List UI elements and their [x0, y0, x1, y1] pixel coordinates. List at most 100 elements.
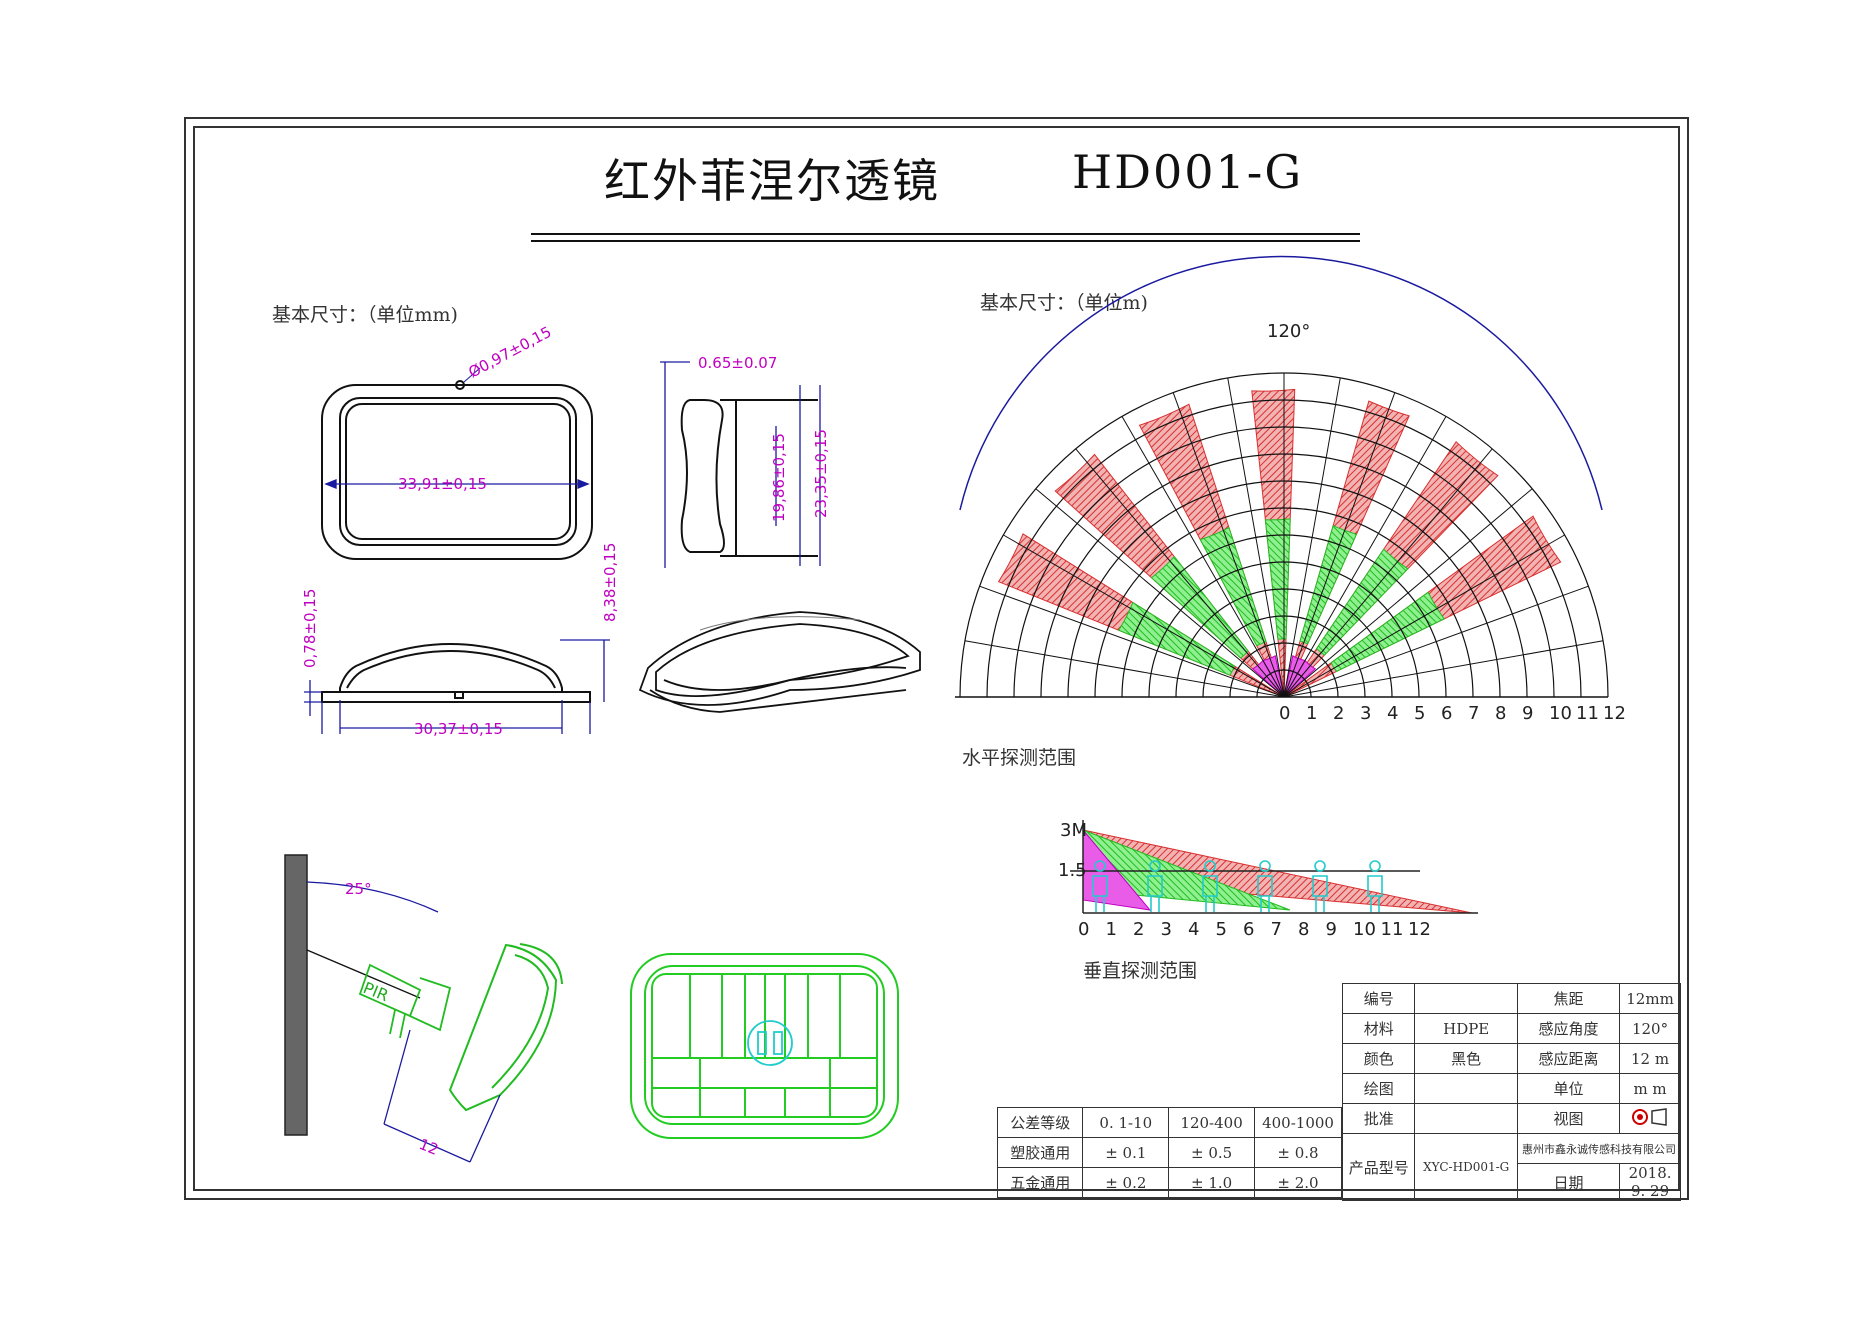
title-rule	[531, 233, 1360, 235]
table-cell: 惠州市鑫永诚传感科技有限公司	[1516, 1133, 1682, 1164]
range-radial	[1283, 377, 1341, 698]
table-row: 塑胶通用 ± 0.1 ± 0.5 ± 0.8	[996, 1137, 1342, 1168]
label-basic-dims-mm: 基本尺寸：（单位mm)	[272, 304, 458, 326]
vertical-scale-tick: 4	[1188, 919, 1199, 940]
table-cell: 黑色	[1414, 1043, 1518, 1074]
drawing-title: 红外菲涅尔透镜 HD001-G	[500, 145, 1380, 208]
drawing-frame-outer	[184, 117, 1689, 1200]
mount-lens	[448, 943, 563, 1112]
horizontal-scale-tick: 2	[1333, 703, 1344, 724]
table-cell: 2018. 9. 29	[1619, 1163, 1681, 1201]
vertical-scale-tick: 10	[1353, 919, 1376, 940]
vertical-scale-tick: 3	[1161, 919, 1172, 940]
dim-width-label: 33,91±0,15	[398, 475, 487, 493]
table-cell: 产品型号	[1341, 1133, 1416, 1201]
table-cell: 120°	[1619, 1013, 1681, 1044]
lens-end-view	[680, 399, 818, 557]
dim-end-view	[660, 361, 821, 568]
table-row: 材料 HDPE 感应角度 120°	[1341, 1013, 1681, 1044]
range-radial	[979, 585, 1285, 698]
person-icon	[1367, 860, 1383, 912]
range-radial	[1283, 640, 1604, 698]
range-radial	[1283, 416, 1447, 698]
vertical-scale-tick: 1	[1106, 919, 1117, 940]
table-cell: m m	[1619, 1073, 1681, 1104]
spec-table: 编号 焦距 12mm 材料 HDPE 感应角度 120° 颜色 黑色 感应距离 …	[1341, 983, 1682, 1201]
lens-bottom-view	[630, 953, 899, 1139]
vertical-chart-persons	[1092, 860, 1383, 912]
label-vertical-range: 垂直探测范围	[1083, 960, 1198, 982]
horizontal-scale-tick: 6	[1441, 703, 1452, 724]
dim-outer-len-label: 23,35±0,15	[812, 429, 830, 518]
table-row: 公差等级 0. 1-10 120-400 400-1000	[996, 1107, 1342, 1138]
dim-wall-label: 0.65±0.07	[698, 354, 777, 372]
table-cell: 单位	[1516, 1073, 1621, 1104]
vertical-scale-tick: 5	[1216, 919, 1227, 940]
detection-zone-green	[1199, 526, 1267, 647]
table-cell: ± 0.2	[1082, 1167, 1170, 1198]
horizontal-scale-tick: 0	[1279, 703, 1290, 724]
horizontal-scale-tick: 10	[1549, 703, 1572, 724]
mount-angle-label: 25°	[345, 880, 372, 898]
table-cell	[1414, 1073, 1518, 1104]
table-cell: 视图	[1516, 1103, 1621, 1134]
mount-wall	[284, 854, 308, 1136]
horizontal-detection-chart	[955, 372, 1609, 698]
table-row: 颜色 黑色 感应距离 12 m	[1341, 1043, 1681, 1074]
table-cell: 12mm	[1619, 983, 1681, 1014]
table-cell	[1414, 983, 1518, 1014]
table-cell: 12 m	[1619, 1043, 1681, 1074]
vertical-y-top: 3M	[1060, 820, 1087, 841]
person-icon	[1257, 860, 1273, 912]
table-cell: 材料	[1341, 1013, 1416, 1044]
dim-mount-dist	[383, 1029, 501, 1163]
horizontal-angle-arc	[959, 255, 1603, 511]
label-horizontal-range: 水平探测范围	[962, 747, 1077, 769]
range-radial	[1035, 488, 1285, 698]
lens-perspective-view	[638, 611, 921, 713]
dim-height-label: 8,38±0,15	[601, 543, 619, 622]
horizontal-scale-tick: 9	[1522, 703, 1533, 724]
table-cell: 感应角度	[1516, 1013, 1621, 1044]
label-basic-dims-m: 基本尺寸：（单位m)	[980, 292, 1148, 314]
vertical-scale-tick: 2	[1133, 919, 1144, 940]
detection-zone-green	[1150, 555, 1249, 659]
table-cell: 120-400	[1168, 1107, 1256, 1138]
range-radial	[1227, 377, 1285, 698]
table-cell: 绘图	[1341, 1073, 1416, 1104]
table-cell: 塑胶通用	[996, 1137, 1084, 1168]
table-cell: 颜色	[1341, 1043, 1416, 1074]
person-icon	[1312, 860, 1328, 912]
projection-symbol-icon	[1632, 1107, 1667, 1126]
detection-zone-green	[1315, 548, 1409, 656]
horizontal-scale-tick: 1	[1306, 703, 1317, 724]
table-row: 五金通用 ± 0.2 ± 1.0 ± 2.0	[996, 1167, 1342, 1198]
range-radial	[1283, 488, 1533, 698]
table-cell	[1414, 1103, 1518, 1134]
horizontal-scale-tick: 7	[1468, 703, 1479, 724]
horizontal-scale-tick: 5	[1414, 703, 1425, 724]
range-radial	[1283, 534, 1565, 698]
range-radial	[1283, 392, 1396, 698]
person-icon	[1147, 860, 1163, 912]
table-row: 编号 焦距 12mm	[1341, 983, 1681, 1014]
table-cell: 编号	[1341, 983, 1416, 1014]
horizontal-angle-label: 120°	[1267, 321, 1310, 342]
person-icon	[1202, 860, 1218, 912]
dim-inner-width	[321, 700, 591, 734]
table-cell: XYC-HD001-G	[1414, 1133, 1518, 1201]
tolerance-table: 公差等级 0. 1-10 120-400 400-1000 塑胶通用 ± 0.1…	[996, 1107, 1342, 1198]
table-cell: ± 0.5	[1168, 1137, 1256, 1168]
range-radial	[964, 640, 1285, 698]
vertical-detection-chart	[1070, 820, 1478, 914]
horizontal-scale-tick: 11	[1576, 703, 1599, 724]
table-cell: 0. 1-10	[1082, 1107, 1170, 1138]
table-row: 日期 2018. 9. 29	[1343, 1163, 1681, 1201]
dim-base-thk	[304, 680, 322, 716]
range-radial	[1283, 585, 1589, 698]
drawing-frame-inner	[193, 126, 1680, 1191]
table-cell: 批准	[1341, 1103, 1416, 1134]
mount-axis-line	[306, 949, 421, 999]
